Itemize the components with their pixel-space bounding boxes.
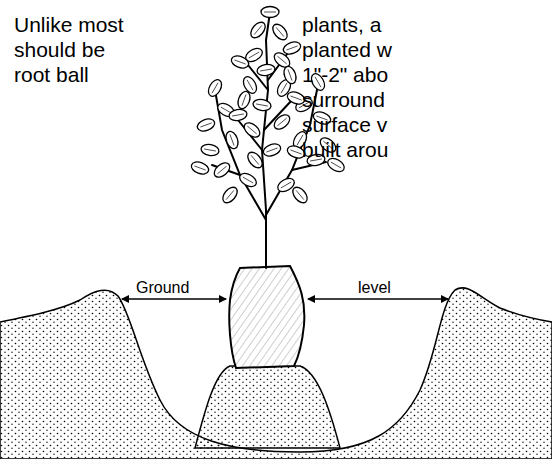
leaf <box>270 22 290 43</box>
leaf <box>245 150 265 171</box>
leaf <box>224 130 240 151</box>
leaf-vein <box>226 190 234 199</box>
leaf-vein <box>254 25 262 34</box>
leaf <box>206 77 225 98</box>
leaf-vein <box>204 149 216 151</box>
leaf-vein <box>276 27 284 36</box>
root-ball <box>229 266 304 368</box>
leaf-vein <box>221 107 231 113</box>
leaf-vein <box>247 80 253 90</box>
leaf-vein <box>266 148 277 152</box>
leaf-vein <box>290 96 301 100</box>
note-text: Unlike most should be root ball <box>14 12 128 87</box>
leaf-vein <box>243 177 253 183</box>
leaf-vein <box>256 104 268 106</box>
leaf-vein <box>234 60 245 64</box>
root-ball-hatch <box>229 266 304 368</box>
ground-level-label: Ground <box>134 279 191 297</box>
leaf-vein <box>232 114 244 116</box>
leaf-vein <box>247 126 256 134</box>
leaf-vein <box>212 83 218 93</box>
leaf-vein <box>230 134 234 145</box>
leaf <box>252 98 272 112</box>
leaf <box>242 120 263 140</box>
leaf-vein <box>249 52 259 58</box>
leaf-vein <box>194 166 205 170</box>
leaf <box>282 65 298 86</box>
leaf-vein <box>281 83 287 93</box>
leaf-vein <box>217 166 226 174</box>
leaf-vein <box>251 155 259 164</box>
leaf <box>196 117 217 133</box>
note-text: plants, a planted w 1"-2" abo surround s… <box>302 12 408 162</box>
dimension-arrow <box>122 298 226 300</box>
leaf <box>190 160 211 176</box>
leaf <box>248 20 268 41</box>
leaf <box>272 112 293 132</box>
leaf <box>212 160 233 180</box>
leaf <box>256 63 276 77</box>
leaf <box>220 185 240 206</box>
leaf-vein <box>264 12 276 13</box>
ground-level-label: level <box>356 279 393 297</box>
leaf-vein <box>277 56 286 64</box>
leaf-vein <box>288 69 292 80</box>
leaf-vein <box>286 46 297 50</box>
leaf-vein <box>296 190 304 199</box>
leaf <box>262 142 283 158</box>
leaf-vein <box>281 182 291 188</box>
leaf-vein <box>331 162 341 168</box>
leaf <box>237 171 258 190</box>
leaf <box>261 7 279 18</box>
leaf <box>200 143 220 157</box>
leaf-vein <box>200 123 211 127</box>
leaf <box>290 185 310 206</box>
soil-mound <box>195 366 340 448</box>
leaf-vein <box>260 69 272 71</box>
leaf <box>282 40 303 56</box>
leaf <box>236 90 252 111</box>
dimension-arrow <box>308 298 448 300</box>
leaf-vein <box>242 94 246 105</box>
leaf-vein <box>290 150 301 154</box>
leaf <box>230 54 251 70</box>
leaf <box>228 108 248 122</box>
leaf-vein <box>277 118 286 126</box>
